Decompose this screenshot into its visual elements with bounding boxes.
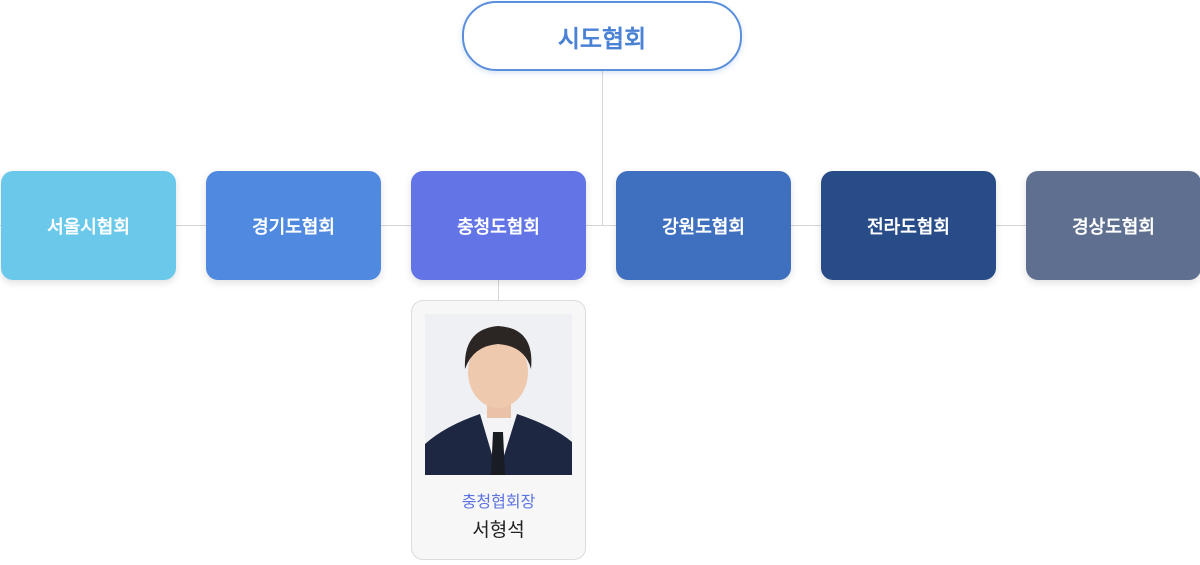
- node-jeolla[interactable]: 전라도협회: [821, 171, 996, 280]
- president-role: 충청협회장: [461, 492, 536, 511]
- connector-vertical-card: [498, 280, 499, 300]
- node-chungcheong[interactable]: 충청도협회: [411, 171, 586, 280]
- president-card: 충청협회장 서형석: [411, 300, 586, 560]
- connector-horizontal: [0, 225, 1200, 226]
- node-seoul[interactable]: 서울시협회: [1, 171, 176, 280]
- node-gyeongsang[interactable]: 경상도협회: [1026, 171, 1200, 280]
- president-photo: [425, 314, 572, 475]
- connector-vertical-root: [602, 68, 603, 225]
- root-node[interactable]: 시도협회: [462, 1, 742, 71]
- node-gangwon[interactable]: 강원도협회: [616, 171, 791, 280]
- node-gyeonggi[interactable]: 경기도협회: [206, 171, 381, 280]
- president-name: 서형석: [472, 519, 525, 541]
